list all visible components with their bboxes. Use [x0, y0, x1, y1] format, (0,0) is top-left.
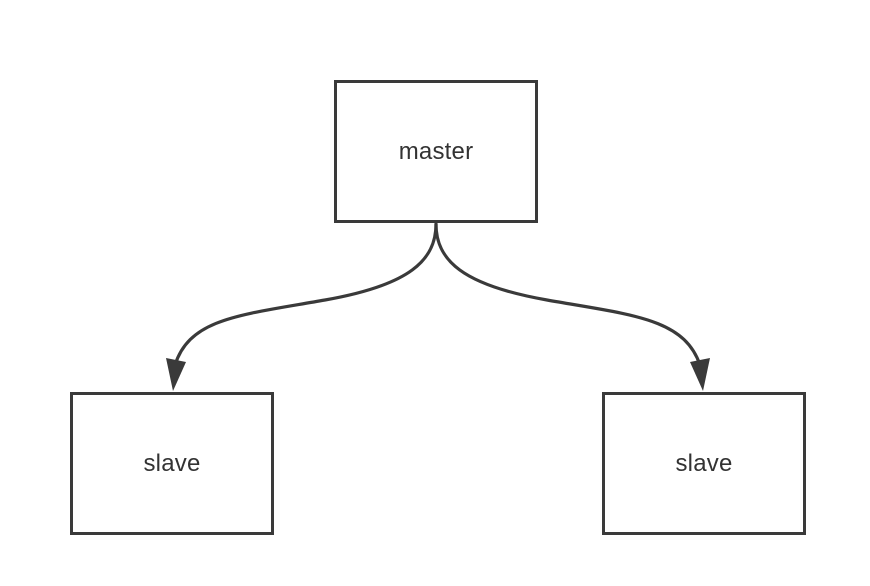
slave-node-left-label: slave	[143, 449, 201, 477]
edge-master-to-slave-right	[434, 222, 702, 367]
slave-node-left[interactable]: slave	[70, 392, 274, 535]
arrowhead-left	[166, 358, 186, 391]
edge-master-to-slave-left	[173, 222, 438, 367]
master-node-label: master	[398, 137, 474, 165]
master-node[interactable]: master	[334, 80, 538, 223]
arrowhead-right	[690, 358, 710, 391]
slave-node-right[interactable]: slave	[602, 392, 806, 535]
slave-node-right-label: slave	[675, 449, 733, 477]
